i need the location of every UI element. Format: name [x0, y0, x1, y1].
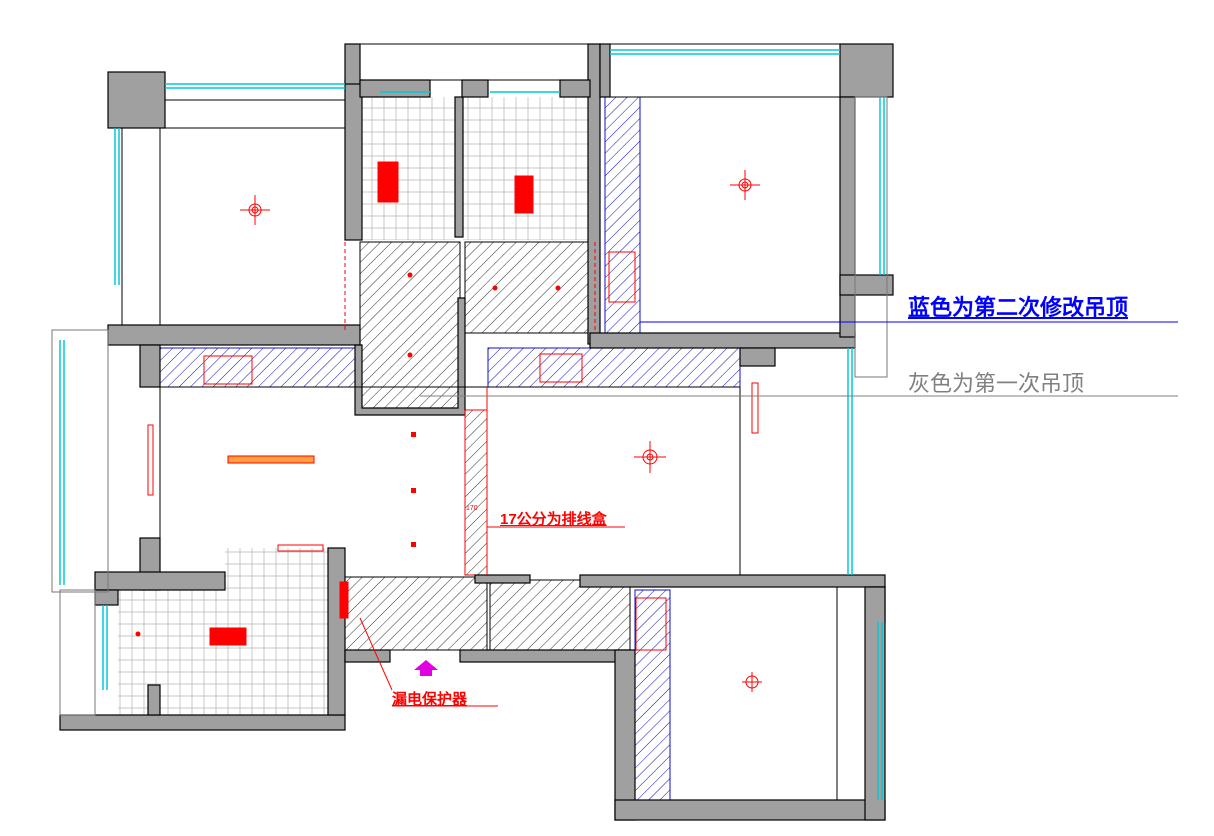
blue-ceiling-areas	[159, 96, 741, 801]
ceiling-light-icon	[240, 195, 270, 225]
windows	[59, 49, 885, 800]
dimension-label: 170	[466, 505, 478, 512]
walls	[59, 43, 894, 821]
legend-blue-ceiling-label: 蓝色为第二次修改吊顶	[908, 295, 1129, 320]
ceiling-light-icon	[634, 441, 666, 473]
tiled-rooms	[118, 97, 588, 715]
gray-ceiling-areas	[344, 241, 631, 651]
legend-gray-ceiling-label: 灰色为第一次吊顶	[908, 371, 1085, 396]
entry-arrow-icon	[414, 660, 438, 676]
spotlights	[135, 272, 561, 637]
ceiling-light-icon	[730, 170, 760, 200]
leakage-protector-annotation: 漏电保护器	[392, 691, 468, 708]
ceiling-light-icon	[742, 672, 762, 692]
wiring-box-annotation: 17公分为排线盒	[500, 511, 607, 528]
fixtures	[135, 161, 762, 707]
room-outlines	[51, 43, 888, 800]
